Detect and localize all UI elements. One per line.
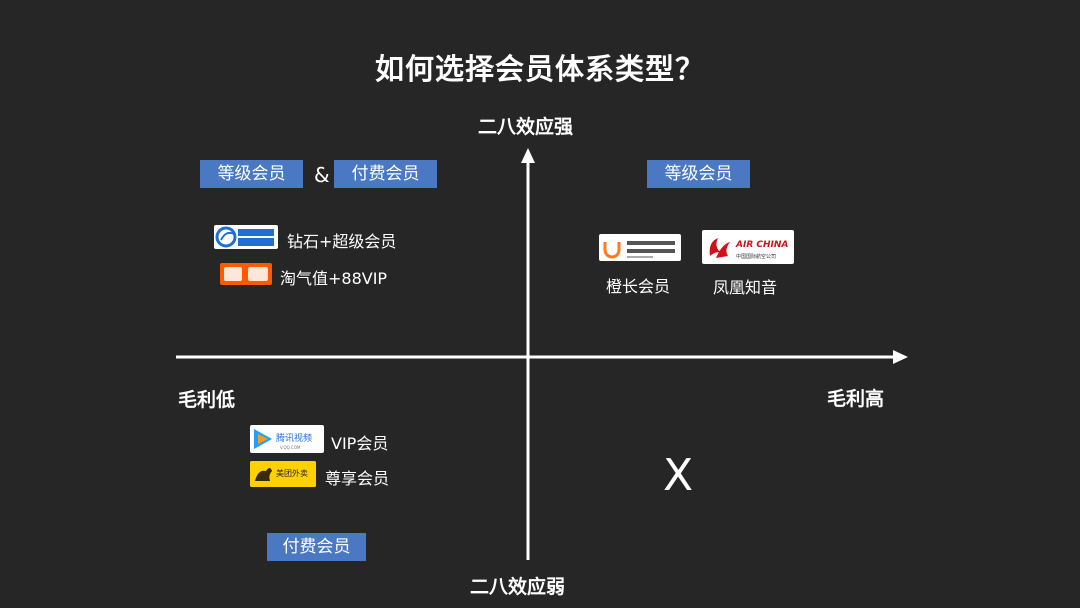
axis-label-top: 二八效应强 — [478, 116, 574, 138]
tag-level-membership: 等级会员 — [200, 160, 303, 188]
tencent-video-program: VIP会员 — [331, 434, 389, 453]
air-china-logo-icon: AIR CHINA 中国国际航空公司 — [702, 230, 794, 264]
page-title: 如何选择会员体系类型？ — [374, 52, 705, 86]
tencent-video-logo-text: 腾讯视频 — [276, 432, 312, 444]
didi-logo-icon — [599, 234, 681, 261]
didi-program: 橙长会员 — [606, 277, 671, 296]
taobao-logo-icon — [220, 263, 272, 285]
meituan-waimai-logo-text: 美团外卖 — [276, 468, 308, 478]
tag-paid-membership-bottom: 付费会员 — [267, 533, 366, 561]
axis-label-right: 毛利高 — [827, 388, 885, 410]
tag-connector: & — [314, 163, 330, 187]
tencent-video-logo-subtext: V.QQ.COM — [280, 445, 301, 450]
tencent-video-logo-icon: 腾讯视频 V.QQ.COM — [250, 425, 324, 453]
tag-paid-membership: 付费会员 — [334, 160, 437, 188]
meituan-waimai-program: 尊享会员 — [325, 469, 390, 488]
axis-label-left: 毛利低 — [178, 389, 236, 411]
ctrip-program: 钻石+超级会员 — [287, 232, 397, 251]
horizontal-axis-arrow — [893, 350, 908, 364]
air-china-program: 凤凰知音 — [713, 278, 778, 297]
not-applicable-mark: X — [663, 450, 694, 501]
axis-label-bottom: 二八效应弱 — [470, 576, 566, 598]
vertical-axis-arrow — [521, 148, 535, 163]
ctrip-logo-icon — [214, 225, 278, 249]
meituan-waimai-logo-icon: 美团外卖 — [250, 461, 316, 487]
air-china-logo-subtext: 中国国际航空公司 — [736, 253, 776, 260]
tag-level-membership-right: 等级会员 — [647, 160, 750, 188]
air-china-logo-text: AIR CHINA — [735, 240, 788, 250]
taobao-program: 淘气值+88VIP — [280, 269, 388, 288]
